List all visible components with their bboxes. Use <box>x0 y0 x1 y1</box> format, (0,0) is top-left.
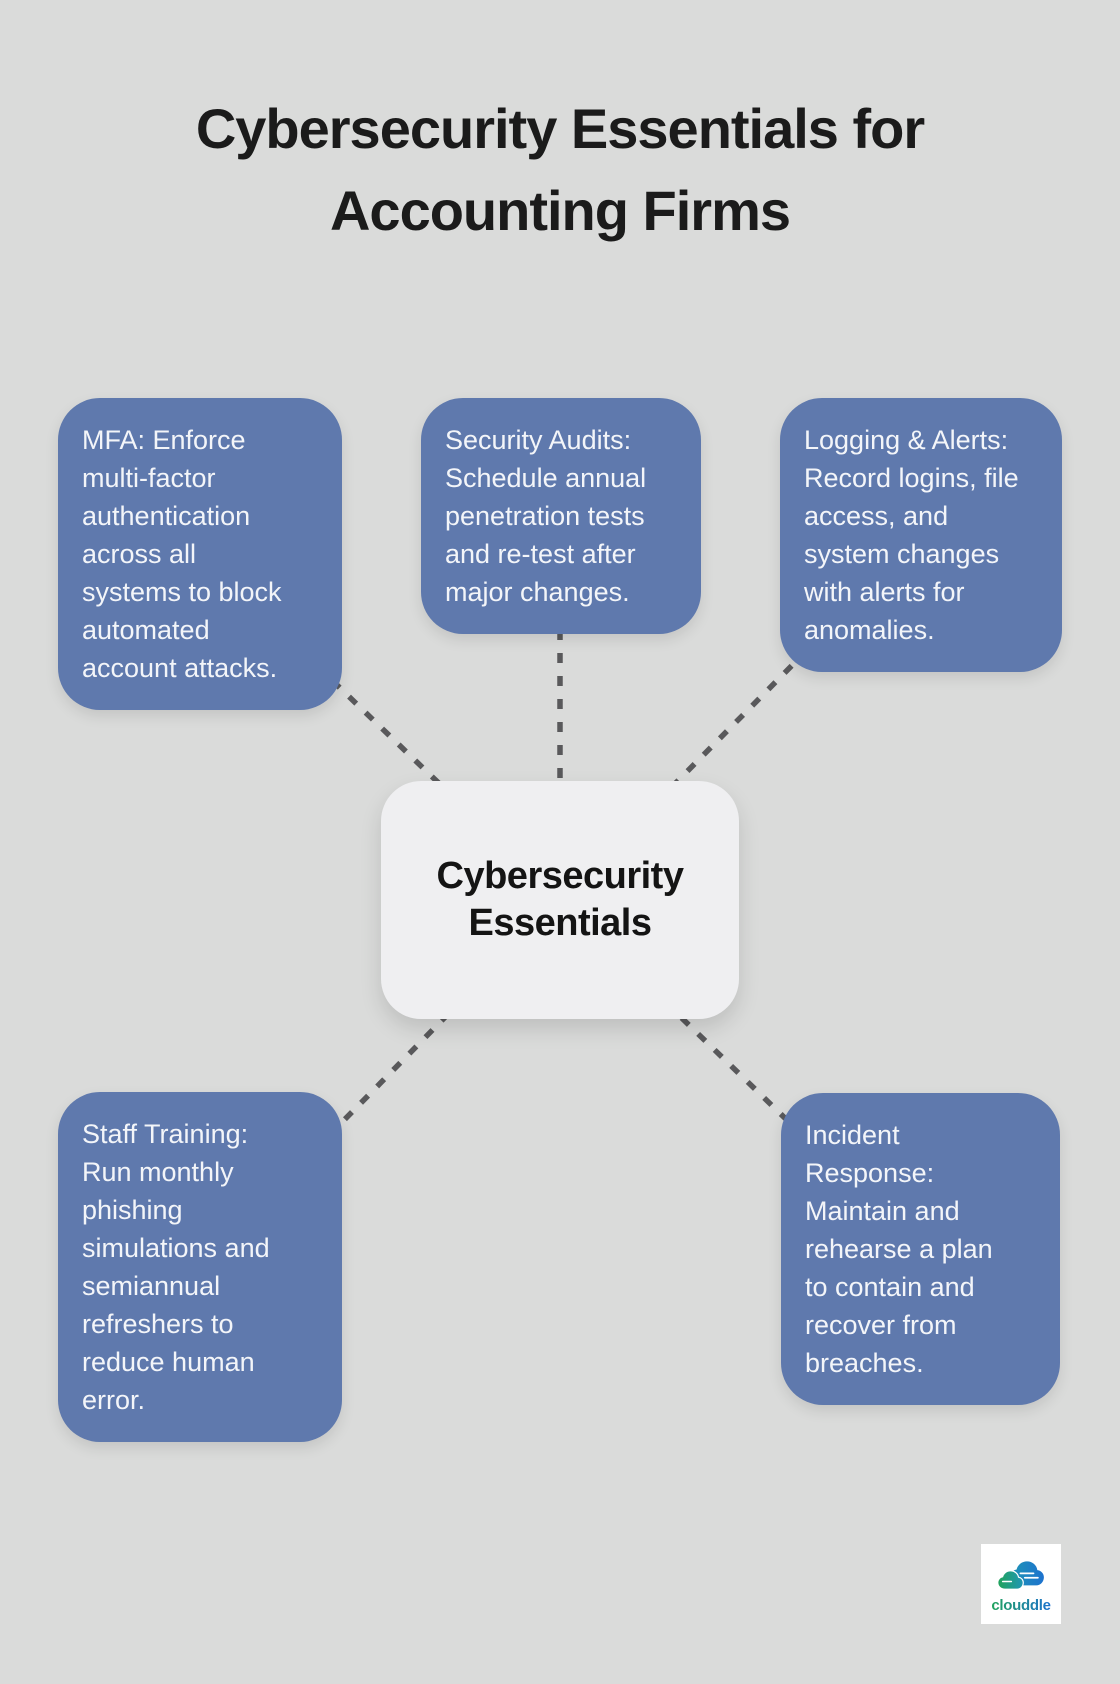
page-title: Cybersecurity Essentials for Accounting … <box>195 97 925 242</box>
connector-staff <box>198 898 562 1269</box>
node-security-audits: Security Audits: Schedule annual penetra… <box>421 398 701 634</box>
node-logging-alerts: Logging & Alerts: Record logins, file ac… <box>780 398 1062 672</box>
brand-wordmark: clouddle <box>991 1596 1051 1614</box>
brand-logo: clouddle <box>981 1544 1061 1624</box>
node-incident-response: Incident Response: Maintain and rehearse… <box>781 1093 1060 1405</box>
clouds-icon <box>997 1560 1044 1590</box>
node-staff-training: Staff Training: Run monthly phishing sim… <box>58 1092 342 1442</box>
node-mfa: MFA: Enforce multi-factor authentication… <box>58 398 342 710</box>
center-node: Cybersecurity Essentials <box>381 781 739 1019</box>
connector-logging <box>558 533 923 902</box>
center-node-label: Cybersecurity Essentials <box>436 855 684 944</box>
